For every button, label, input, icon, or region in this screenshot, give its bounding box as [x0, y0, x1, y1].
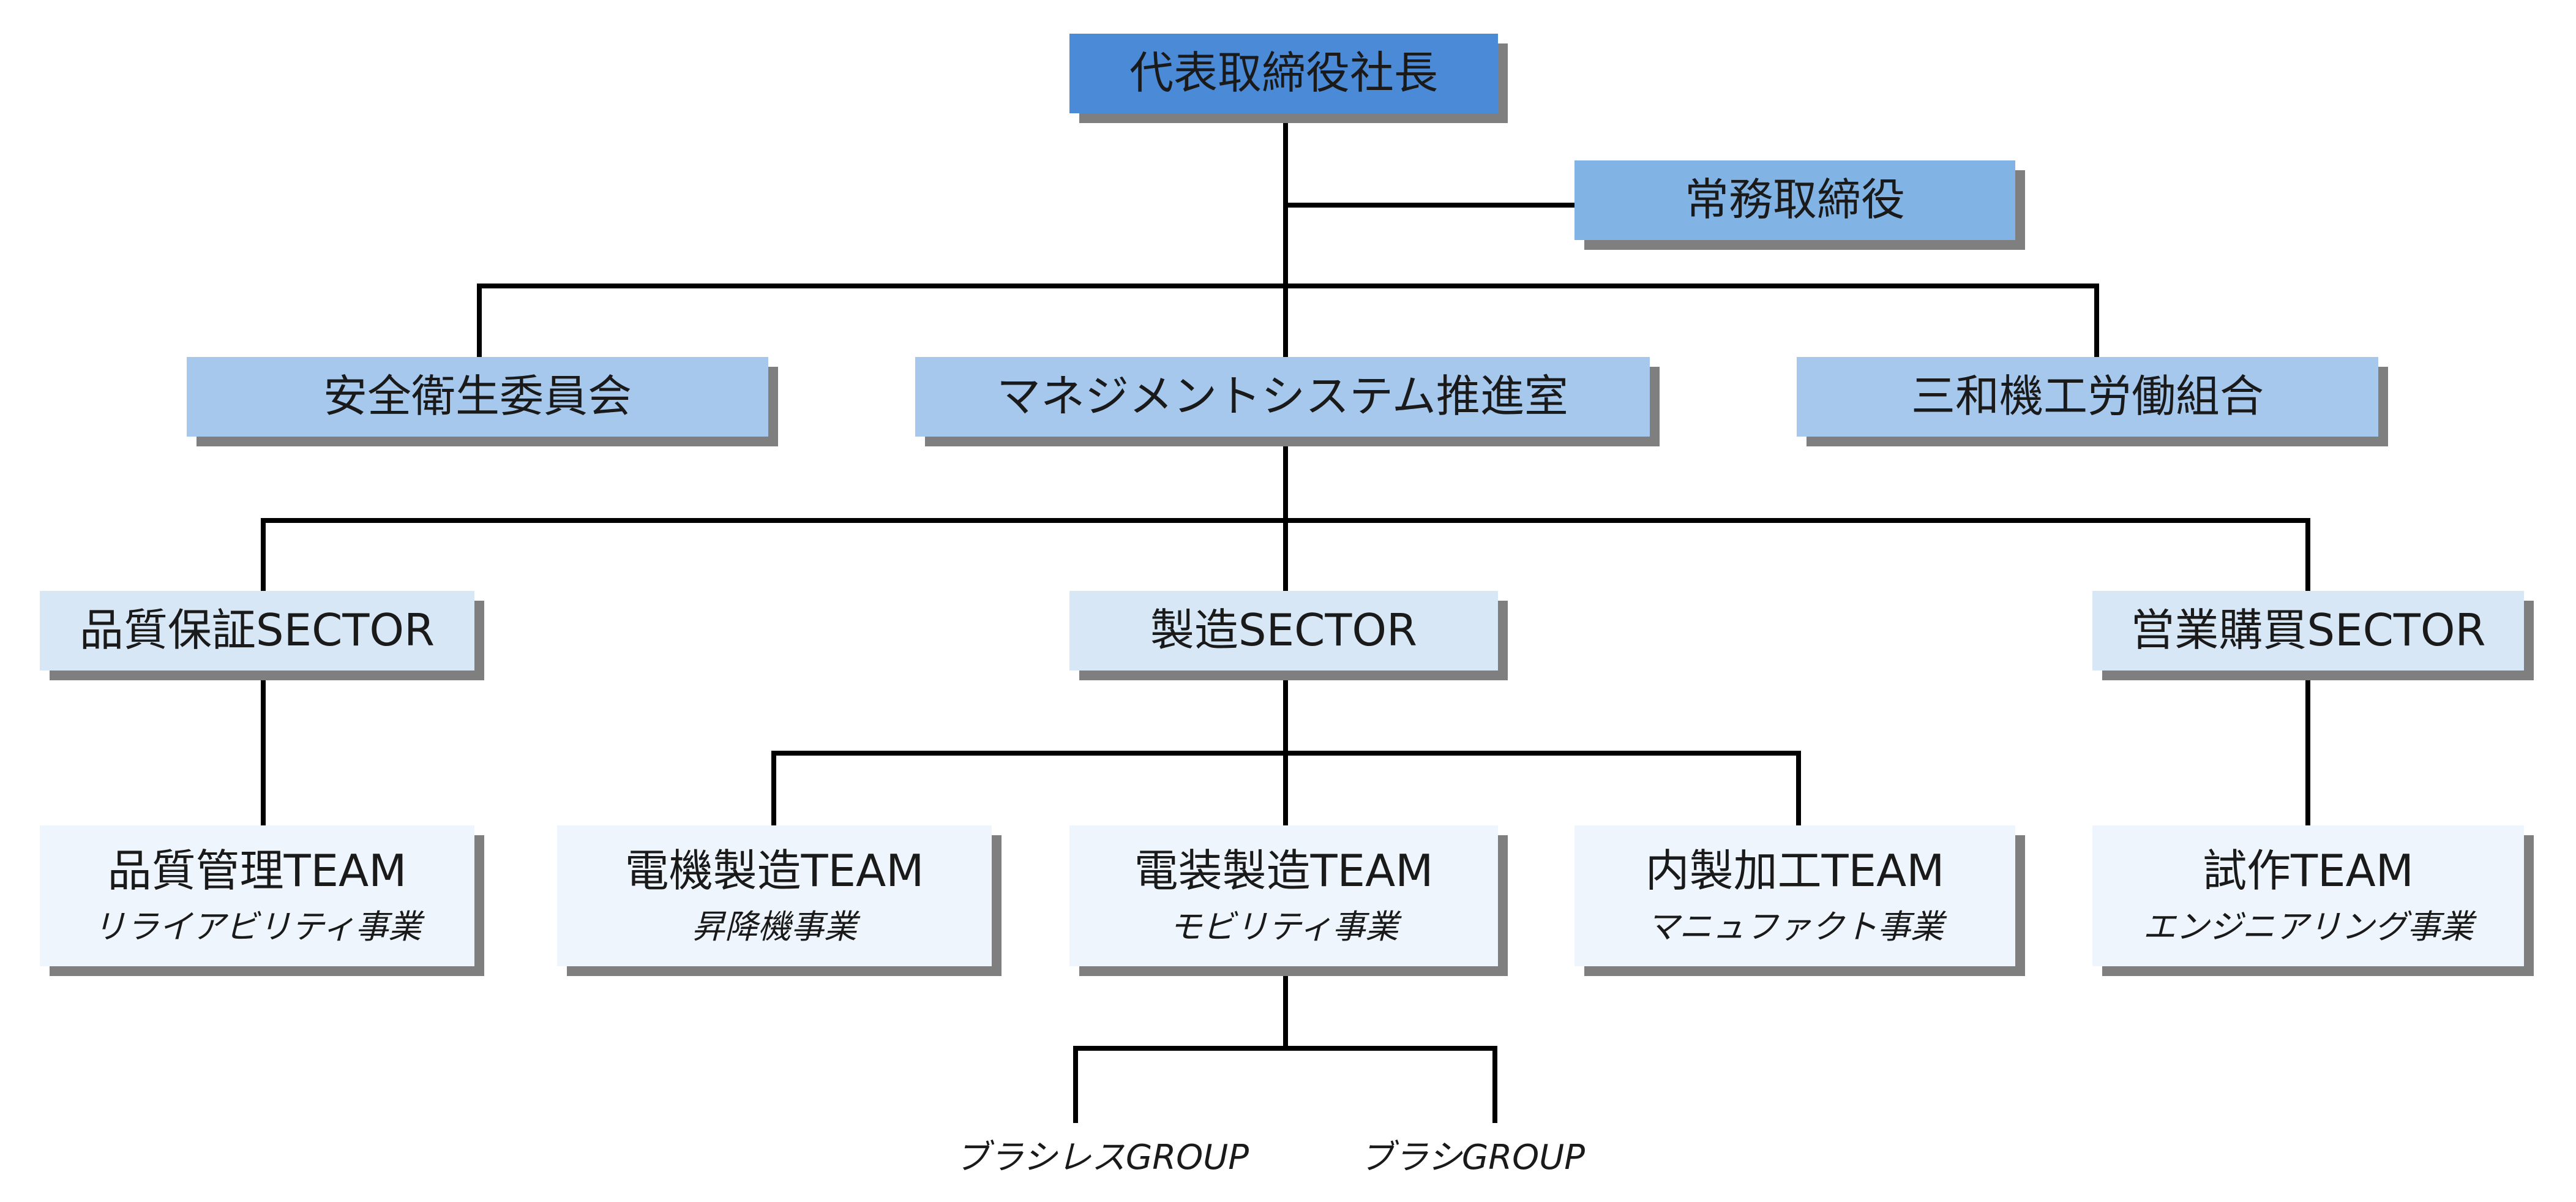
committee-management-system-label: マネジメントシステム推進室 — [997, 370, 1568, 423]
committee-management-system-box: マネジメントシステム推進室 — [915, 357, 1650, 437]
team-electrical-equipment-box: 電装製造TEAM モビリティ事業 — [1069, 825, 1498, 966]
team-electrical-equipment-business: モビリティ事業 — [1169, 907, 1399, 946]
team-quality-control-label: 品質管理TEAM — [107, 844, 407, 896]
president-box: 代表取締役社長 — [1069, 34, 1498, 113]
team-prototype-business: エンジニアリング事業 — [2143, 907, 2474, 946]
team-electrical-equipment-label: 電装製造TEAM — [1134, 844, 1434, 896]
team-prototype-box: 試作TEAM エンジニアリング事業 — [2092, 825, 2524, 966]
sector-sales-box: 営業購買SECTOR — [2092, 591, 2524, 670]
team-electric-manufacturing-business: 昇降機事業 — [692, 907, 857, 946]
sector-quality-box: 品質保証SECTOR — [40, 591, 474, 670]
team-electric-manufacturing-label: 電機製造TEAM — [624, 844, 924, 896]
team-electric-manufacturing-box: 電機製造TEAM 昇降機事業 — [557, 825, 992, 966]
managing-director-box: 常務取締役 — [1574, 160, 2015, 240]
committee-union-label: 三和機工労働組合 — [1911, 370, 2264, 423]
team-quality-control-business: リライアビリティ事業 — [92, 907, 422, 946]
group-brush-label: ブラシGROUP — [1359, 1138, 1586, 1178]
sector-sales-label: 営業購買SECTOR — [2130, 604, 2486, 656]
sector-manufacturing-box: 製造SECTOR — [1069, 591, 1498, 670]
team-in-house-processing-box: 内製加工TEAM マニュファクト事業 — [1574, 825, 2015, 966]
team-in-house-processing-business: マニュファクト事業 — [1646, 907, 1944, 946]
team-quality-control-box: 品質管理TEAM リライアビリティ事業 — [40, 825, 474, 966]
committee-safety-box: 安全衛生委員会 — [187, 357, 768, 437]
sector-quality-label: 品質保証SECTOR — [79, 604, 435, 656]
committee-union-box: 三和機工労働組合 — [1797, 357, 2378, 437]
team-in-house-processing-label: 内製加工TEAM — [1645, 844, 1945, 896]
group-brushless-label: ブラシレスGROUP — [954, 1138, 1249, 1178]
team-prototype-label: 試作TEAM — [2203, 844, 2414, 896]
president-label: 代表取締役社長 — [1129, 47, 1438, 99]
managing-director-label: 常務取締役 — [1684, 174, 1905, 226]
sector-manufacturing-label: 製造SECTOR — [1150, 604, 1418, 656]
committee-safety-label: 安全衛生委員会 — [323, 370, 632, 423]
